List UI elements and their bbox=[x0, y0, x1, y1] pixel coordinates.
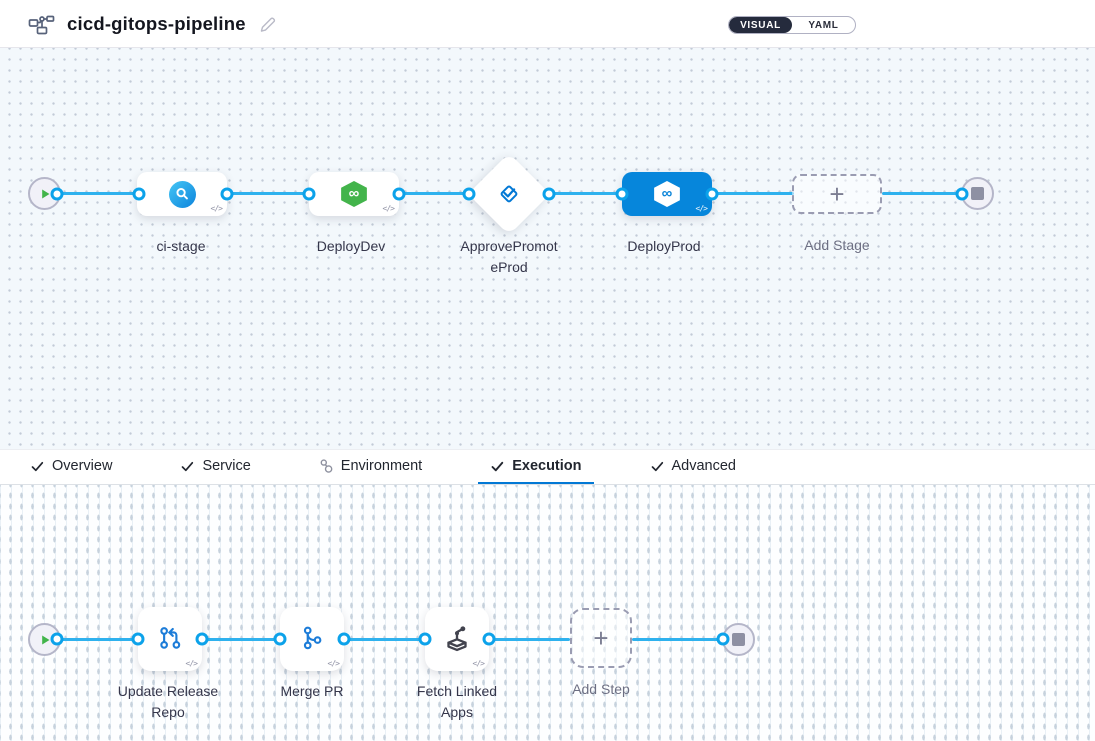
add-stage-button[interactable]: + bbox=[792, 174, 882, 214]
connector-line bbox=[712, 192, 794, 195]
template-badge: </> bbox=[327, 659, 340, 668]
template-badge: </> bbox=[472, 659, 485, 668]
tab-execution[interactable]: Execution bbox=[478, 450, 594, 484]
approval-icon bbox=[500, 185, 518, 203]
check-icon bbox=[491, 461, 504, 471]
toggle-yaml[interactable]: YAML bbox=[808, 19, 839, 31]
step-node-merge-pr[interactable]: </> bbox=[280, 607, 344, 671]
gitops-fetch-icon bbox=[447, 626, 467, 652]
ci-stage-icon bbox=[168, 180, 196, 208]
play-icon bbox=[41, 635, 49, 644]
stage-config-tabbar: Overview Service Environment Execution A… bbox=[0, 449, 1095, 485]
connector-line bbox=[227, 192, 309, 195]
connector-line bbox=[44, 192, 139, 195]
port[interactable] bbox=[273, 632, 287, 646]
stage-label: DeployDev bbox=[316, 238, 386, 254]
connector-line bbox=[399, 192, 469, 195]
connector-line bbox=[44, 638, 138, 641]
environment-icon bbox=[320, 459, 333, 473]
header-title-group: cicd-gitops-pipeline bbox=[28, 0, 277, 48]
port[interactable] bbox=[716, 632, 730, 646]
stop-icon bbox=[971, 187, 984, 200]
stage-label: ci-stage bbox=[156, 238, 206, 254]
add-step-button[interactable]: + bbox=[570, 608, 632, 668]
template-badge: </> bbox=[695, 204, 708, 213]
tab-advanced[interactable]: Advanced bbox=[638, 450, 749, 484]
port[interactable] bbox=[482, 632, 496, 646]
stage-node-deploydev[interactable]: ∞ </> bbox=[309, 172, 399, 216]
step-node-update-release-repo[interactable]: </> bbox=[138, 607, 202, 671]
stage-canvas[interactable]: </> ci-stage ∞ </> DeployDev ApproveProm… bbox=[0, 48, 1095, 449]
stage-node-ci-stage[interactable]: </> bbox=[137, 172, 227, 216]
toggle-visual[interactable]: VISUAL bbox=[729, 17, 792, 33]
port[interactable] bbox=[705, 187, 719, 201]
port[interactable] bbox=[220, 187, 234, 201]
stage-node-approvepromoteprod[interactable] bbox=[467, 152, 551, 236]
check-icon bbox=[651, 461, 663, 471]
visual-yaml-toggle: VISUAL YAML bbox=[728, 16, 856, 34]
port[interactable] bbox=[615, 187, 629, 201]
edit-pencil-icon[interactable] bbox=[258, 15, 277, 34]
plus-icon: + bbox=[829, 179, 845, 209]
port[interactable] bbox=[195, 632, 209, 646]
connector-line bbox=[632, 638, 722, 641]
add-stage-label: Add Stage bbox=[804, 237, 870, 253]
port[interactable] bbox=[337, 632, 351, 646]
check-icon bbox=[182, 461, 194, 471]
port[interactable] bbox=[462, 187, 476, 201]
pipeline-start-node bbox=[28, 177, 61, 210]
template-badge: </> bbox=[185, 659, 198, 668]
port[interactable] bbox=[50, 632, 64, 646]
port[interactable] bbox=[131, 632, 145, 646]
port[interactable] bbox=[392, 187, 406, 201]
stage-label: ApprovePromoteProd bbox=[460, 238, 558, 275]
port[interactable] bbox=[132, 187, 146, 201]
stage-label: DeployProd bbox=[627, 238, 701, 254]
connector-line bbox=[344, 638, 425, 641]
step-node-fetch-linked-apps[interactable]: </> bbox=[425, 607, 489, 671]
template-badge: </> bbox=[210, 204, 223, 213]
plus-icon: + bbox=[593, 623, 609, 653]
connector-line bbox=[882, 192, 962, 195]
header: cicd-gitops-pipeline VISUAL YAML bbox=[0, 0, 1095, 48]
tab-environment[interactable]: Environment bbox=[307, 450, 434, 484]
git-merge-icon bbox=[303, 626, 322, 650]
tab-overview[interactable]: Overview bbox=[18, 450, 124, 484]
git-update-release-icon bbox=[160, 627, 181, 649]
port[interactable] bbox=[50, 187, 64, 201]
port[interactable] bbox=[418, 632, 432, 646]
port[interactable] bbox=[955, 187, 969, 201]
connector-line bbox=[549, 192, 622, 195]
step-label: Merge PR bbox=[280, 683, 344, 699]
step-label: Update Release Repo bbox=[117, 683, 219, 720]
play-icon bbox=[41, 189, 49, 198]
port[interactable] bbox=[542, 187, 556, 201]
tab-service[interactable]: Service bbox=[168, 450, 262, 484]
step-label: Fetch Linked Apps bbox=[416, 683, 498, 720]
port[interactable] bbox=[302, 187, 316, 201]
check-icon bbox=[31, 461, 44, 471]
connector-line bbox=[202, 638, 280, 641]
connector-line bbox=[489, 638, 570, 641]
stop-icon bbox=[732, 633, 745, 646]
pipeline-icon bbox=[28, 15, 55, 34]
template-badge: </> bbox=[382, 204, 395, 213]
cd-hexagon-icon: ∞ bbox=[341, 181, 367, 207]
execution-canvas[interactable]: </> Update Release Repo </> Merge PR bbox=[0, 485, 1095, 741]
add-step-label: Add Step bbox=[572, 681, 630, 697]
page-title: cicd-gitops-pipeline bbox=[67, 13, 246, 34]
stage-node-deployprod[interactable]: ∞ </> bbox=[622, 172, 712, 216]
cd-hexagon-icon: ∞ bbox=[654, 181, 680, 207]
